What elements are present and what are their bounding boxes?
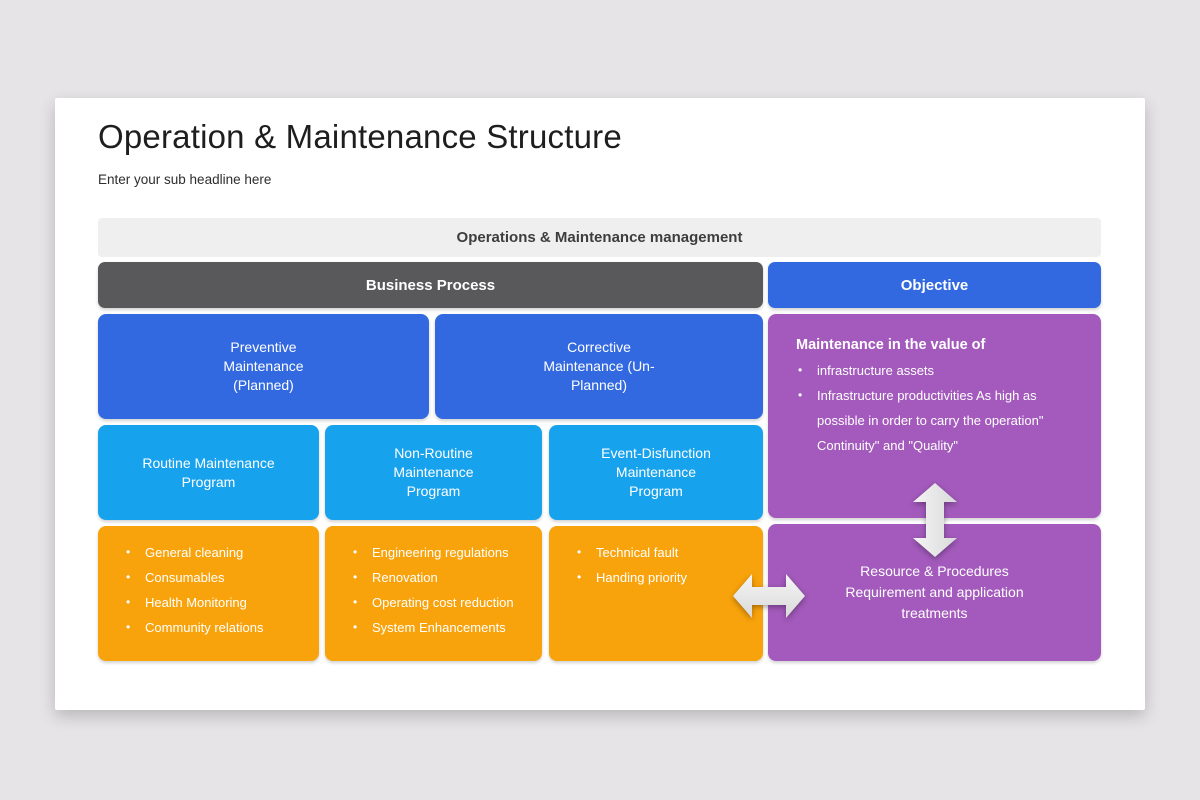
bullet-item: Technical fault: [575, 540, 751, 565]
non-routine-details-box: Engineering regulationsRenovationOperati…: [325, 526, 542, 661]
corrective-maintenance-box: Corrective Maintenance (Un- Planned): [435, 314, 763, 419]
routine-details-box: General cleaningConsumablesHealth Monito…: [98, 526, 319, 661]
non-routine-details-list: Engineering regulationsRenovationOperati…: [351, 540, 530, 640]
page-subtitle: Enter your sub headline here: [98, 172, 272, 187]
horizontal-double-arrow-icon: [733, 574, 805, 618]
routine-details-list: General cleaningConsumablesHealth Monito…: [124, 540, 307, 640]
event-details-box: Technical faultHanding priority: [549, 526, 763, 661]
non-routine-program-box: Non-Routine Maintenance Program: [325, 425, 542, 520]
bullet-item: Handing priority: [575, 565, 751, 590]
bullet-item: Operating cost reduction: [351, 590, 530, 615]
bullet-item: Health Monitoring: [124, 590, 307, 615]
maintenance-value-heading: Maintenance in the value of: [796, 337, 986, 353]
bullet-item: System Enhancements: [351, 615, 530, 640]
bullet-item: Renovation: [351, 565, 530, 590]
bullet-item: infrastructure assets: [796, 358, 1075, 383]
maintenance-value-list: infrastructure assetsInfrastructure prod…: [796, 358, 1075, 458]
bullet-item: Infrastructure productivities As high as…: [796, 383, 1075, 458]
bullet-item: Engineering regulations: [351, 540, 530, 565]
vertical-double-arrow-icon: [913, 483, 957, 557]
business-process-header: Business Process: [98, 262, 763, 308]
event-disfunction-program-box: Event-Disfunction Maintenance Program: [549, 425, 763, 520]
page-title: Operation & Maintenance Structure: [98, 118, 622, 155]
event-details-list: Technical faultHanding priority: [575, 540, 751, 590]
bullet-item: Consumables: [124, 565, 307, 590]
bullet-item: General cleaning: [124, 540, 307, 565]
bullet-item: Community relations: [124, 615, 307, 640]
routine-program-box: Routine Maintenance Program: [98, 425, 319, 520]
management-banner: Operations & Maintenance management: [98, 218, 1101, 257]
slide: Operation & Maintenance Structure Enter …: [55, 98, 1145, 710]
preventive-maintenance-box: Preventive Maintenance (Planned): [98, 314, 429, 419]
objective-header: Objective: [768, 262, 1101, 308]
